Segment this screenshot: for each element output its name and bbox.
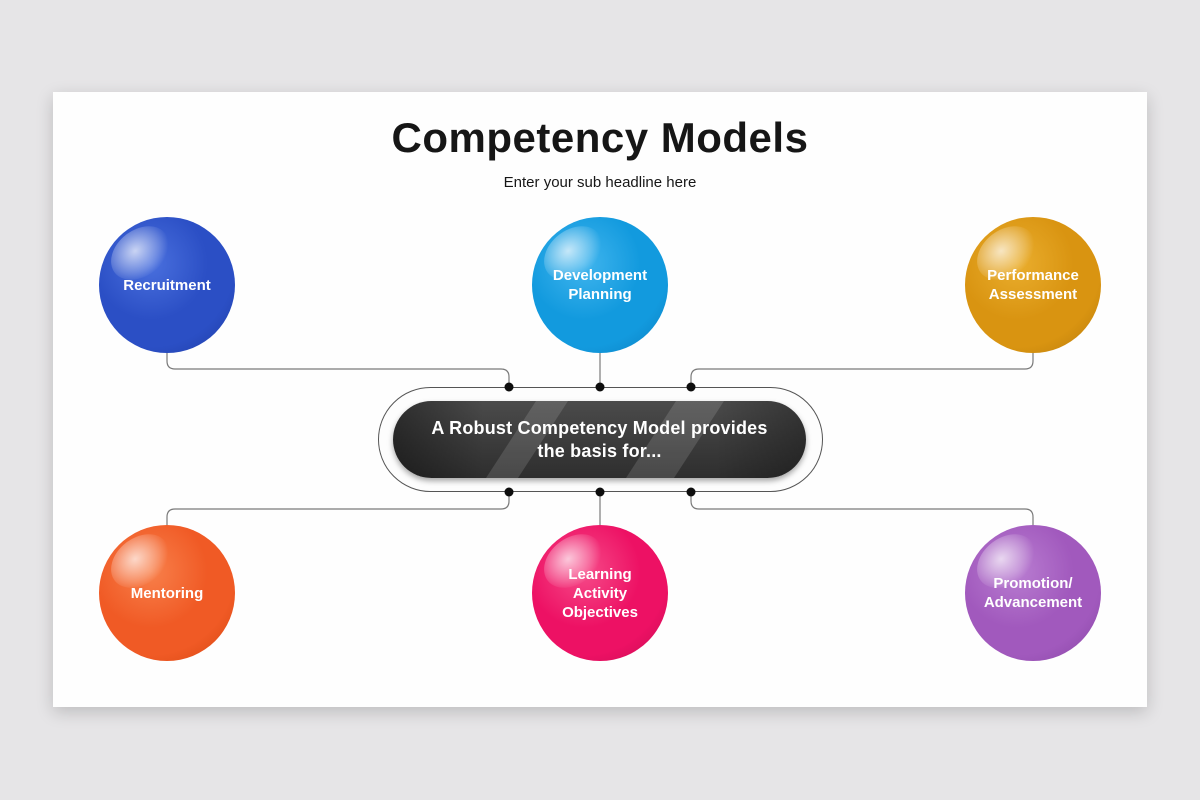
node-recruitment: Recruitment <box>99 215 235 353</box>
slide-subtitle: Enter your sub headline here <box>503 174 697 191</box>
node-label: Recruitment <box>123 276 211 294</box>
connector-bottom-right <box>690 492 1034 528</box>
connector-top-right <box>690 350 1034 387</box>
node-promotion-advancement: Promotion/ Advancement <box>965 523 1101 661</box>
node-learning-activity-objectives: Learning Activity Objectives <box>532 523 668 661</box>
node-label: Learning Activity Objectives <box>562 565 638 621</box>
node-development-planning: Development Planning <box>532 215 668 353</box>
node-mentoring: Mentoring <box>99 523 235 661</box>
slide-title: Competency Models <box>391 114 809 161</box>
slide-canvas: Competency Models Enter your sub headlin… <box>53 92 1147 707</box>
center-statement-text: A Robust Competency Model provides the b… <box>431 417 767 463</box>
node-performance-assessment: Performance Assessment <box>965 215 1101 353</box>
center-statement-capsule: A Robust Competency Model provides the b… <box>378 387 823 492</box>
node-label: Performance Assessment <box>987 267 1079 303</box>
connector-bottom-left <box>166 492 510 528</box>
connector-top-left <box>166 350 510 387</box>
node-label: Mentoring <box>130 584 204 602</box>
center-statement-line1: A Robust Competency Model provides <box>431 417 768 438</box>
center-statement-body: A Robust Competency Model provides the b… <box>393 401 806 478</box>
node-label: Promotion/ Advancement <box>983 575 1083 611</box>
node-label: Development Planning <box>552 267 648 303</box>
center-statement-line2: the basis for... <box>537 440 662 461</box>
